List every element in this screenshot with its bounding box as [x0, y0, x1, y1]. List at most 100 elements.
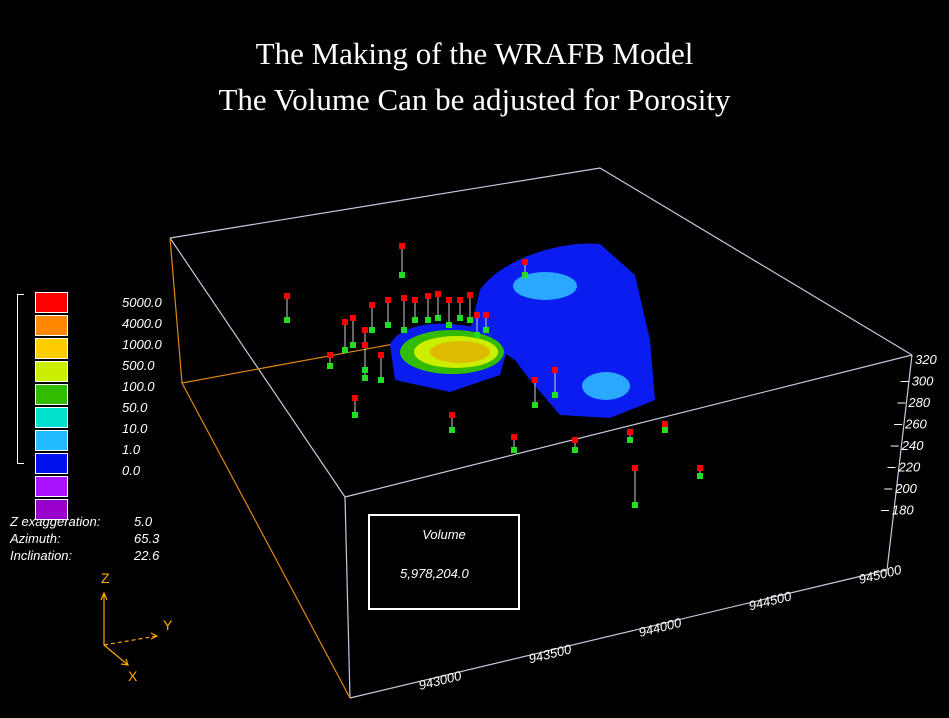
legend-bracket: [17, 294, 24, 464]
plume-volume: [390, 243, 655, 418]
well-sample-marker: [552, 392, 558, 398]
well-sample-marker: [385, 297, 391, 303]
well-sample-marker: [425, 293, 431, 299]
volume-label: Volume: [422, 527, 466, 542]
well-sample-marker: [352, 395, 358, 401]
well-sample-marker: [446, 297, 452, 303]
well-sample-marker: [399, 243, 405, 249]
well-sample-marker: [532, 377, 538, 383]
well-sample-marker: [284, 317, 290, 323]
well-sample-marker: [412, 317, 418, 323]
well-sample-marker: [399, 272, 405, 278]
well-sample-marker: [532, 402, 538, 408]
well-sample-marker: [572, 447, 578, 453]
z-tick-label: 280: [907, 395, 930, 410]
well-sample-marker: [627, 437, 633, 443]
well-sample-marker: [342, 319, 348, 325]
well-sample-marker: [369, 302, 375, 308]
well-sample-marker: [511, 434, 517, 440]
legend-label: 1.0: [122, 442, 141, 457]
z-exaggeration-row: Z exaggeration: 5.0: [10, 514, 152, 529]
well-sample-marker: [627, 429, 633, 435]
x-tick-label: 944500: [747, 588, 793, 613]
well-sample-marker: [522, 259, 528, 265]
well-sample-marker: [378, 377, 384, 383]
well-sample-marker: [457, 297, 463, 303]
well-sample-marker: [662, 421, 668, 427]
z-tick-label: 260: [904, 417, 927, 432]
well-sample-marker: [474, 312, 480, 318]
legend-swatch: [35, 430, 68, 451]
legend-label: 500.0: [122, 358, 155, 373]
z-tick-label: 180: [892, 503, 914, 518]
z-tick-label: 200: [894, 481, 917, 496]
legend-swatch: [35, 499, 68, 520]
well-sample-marker: [467, 317, 473, 323]
well-sample-marker: [467, 292, 473, 298]
legend-label: 100.0: [122, 379, 155, 394]
x-tick-label: 943000: [417, 668, 463, 693]
well-sample-marker: [446, 322, 452, 328]
well-sample-marker: [327, 363, 333, 369]
well-sample-marker: [697, 473, 703, 479]
x-tick-label: 944000: [637, 615, 683, 640]
legend-label: 5000.0: [122, 295, 162, 310]
z-tick-label: 240: [901, 438, 924, 453]
well-sample-marker: [350, 342, 356, 348]
well-sample-marker: [425, 317, 431, 323]
inclination-row: Inclination:22.6: [10, 548, 159, 563]
z-tick-label: 320: [915, 352, 937, 367]
well-sample-marker: [385, 322, 391, 328]
axes-triad: [100, 591, 159, 666]
triad-x-label: X: [128, 668, 138, 684]
well-sample-marker: [511, 447, 517, 453]
azimuth-row: Azimuth: 65.3: [10, 531, 159, 546]
volume-value: 5,978,204.0: [400, 566, 469, 581]
well-markers: [284, 243, 703, 508]
well-sample-marker: [632, 502, 638, 508]
well-sample-marker: [362, 375, 368, 381]
well-sample-marker: [352, 412, 358, 418]
well-sample-marker: [483, 312, 489, 318]
legend-label: 4000.0: [122, 316, 162, 331]
legend-label: 50.0: [122, 400, 148, 415]
well-sample-marker: [449, 427, 455, 433]
legend-swatch: [35, 315, 68, 336]
triad-z-label: Z: [101, 570, 110, 586]
x-tick-label: 945000: [857, 562, 903, 587]
well-sample-marker: [350, 315, 356, 321]
well-sample-marker: [401, 327, 407, 333]
inclination-label: Inclination:: [10, 548, 73, 563]
legend-swatch: [35, 338, 68, 359]
well-sample-marker: [474, 332, 480, 338]
well-sample-marker: [362, 367, 368, 373]
well-sample-marker: [401, 295, 407, 301]
well-sample-marker: [662, 427, 668, 433]
triad-y-label: Y: [163, 617, 173, 633]
legend-swatch: [35, 476, 68, 497]
azimuth-label: Azimuth:: [10, 531, 61, 546]
well-sample-marker: [342, 347, 348, 353]
well-sample-marker: [435, 291, 441, 297]
well-sample-marker: [284, 293, 290, 299]
well-sample-marker: [327, 352, 333, 358]
well-sample-marker: [697, 465, 703, 471]
azimuth-value: 65.3: [134, 531, 160, 546]
well-sample-marker: [572, 437, 578, 443]
well-sample-marker: [457, 315, 463, 321]
legend-label: 10.0: [122, 421, 148, 436]
well-sample-marker: [483, 327, 489, 333]
bounding-box: [169, 167, 913, 699]
well-sample-marker: [522, 272, 528, 278]
legend-swatch: [35, 453, 68, 474]
legend-swatch: [35, 407, 68, 428]
z-exaggeration-value: 5.0: [134, 514, 153, 529]
well-sample-marker: [369, 327, 375, 333]
z-exaggeration-label: Z exaggeration:: [10, 514, 101, 529]
legend-swatch: [35, 384, 68, 405]
legend-swatch: [35, 361, 68, 382]
well-sample-marker: [552, 367, 558, 373]
